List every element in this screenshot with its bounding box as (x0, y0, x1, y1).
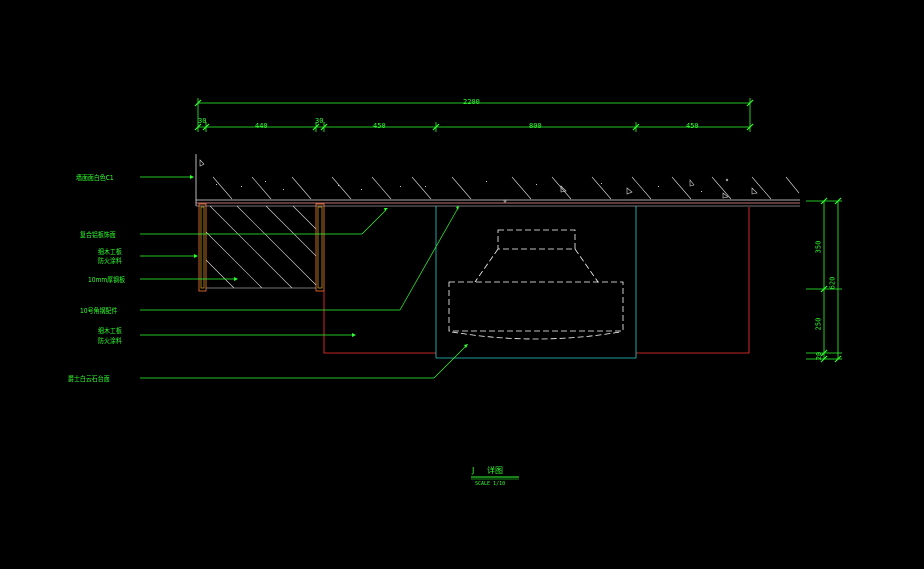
dim-top-segment-3: 30 (315, 117, 324, 125)
dim-top-segment-4: 450 (373, 122, 386, 130)
callout-fireproof-1: 防火涂料 (98, 257, 122, 265)
right-dimension-ticks (820, 197, 842, 363)
callout-steel-plate: 10mm厚钢板 (88, 276, 126, 284)
dim-top-total: 2200 (463, 98, 480, 106)
dim-top-segment-6: 450 (686, 122, 699, 130)
callout-leaders (140, 176, 467, 379)
callout-arrows (190, 175, 468, 348)
callout-plywood-1: 细木工板 (98, 248, 122, 256)
cabinet-outline (323, 290, 436, 354)
callout-angle-steel: 10号角钢配件 (80, 307, 118, 315)
caption-underline (471, 476, 519, 480)
dim-top-segment-5: 800 (529, 122, 542, 130)
stone-hatch (212, 176, 800, 200)
callout-plywood-2: 细木工板 (98, 327, 122, 335)
dim-right-segment-2: 250 (814, 317, 823, 331)
dim-right-segment-1: 350 (814, 240, 823, 254)
dim-top-segment-2: 440 (255, 122, 268, 130)
top-dimension-ticks (194, 99, 754, 131)
callout-wall-finish: 墙面面白色C1 (76, 174, 114, 182)
sink-box (435, 206, 637, 359)
callout-marble-top: 爵士白云石台面 (68, 375, 110, 383)
countertop-slab (195, 154, 800, 207)
stone-aggregate (199, 159, 758, 203)
dim-right-segment-3: 20 (815, 351, 824, 361)
dim-right-total: 620 (828, 276, 837, 290)
dim-top-segment-1: 30 (198, 117, 207, 125)
callout-aluminum-panel: 复合铝板饰面 (80, 231, 116, 239)
caption-number: J (472, 466, 475, 475)
cabinet-outline-right (636, 207, 750, 354)
caption-title: 详图 (487, 466, 503, 475)
callout-fireproof-2: 防火涂料 (98, 337, 122, 345)
caption-scale: SCALE 1/10 (475, 481, 506, 487)
stone-specks (216, 181, 702, 192)
right-dimension-lines (806, 200, 842, 360)
left-panel (198, 203, 325, 292)
sink-fixture (448, 229, 624, 340)
panel-hatch (205, 205, 317, 289)
